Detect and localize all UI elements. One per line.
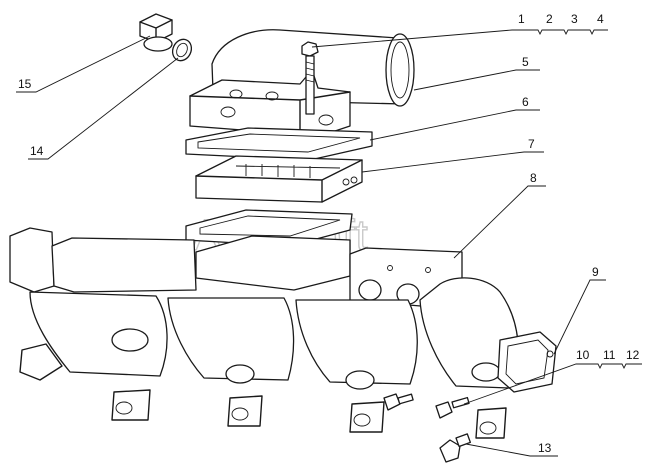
callout-8: 8 — [453, 171, 546, 259]
part-2-3-bolt-washer — [301, 41, 319, 115]
svg-text:5: 5 — [522, 55, 529, 69]
svg-text:8: 8 — [530, 171, 537, 185]
svg-text:3: 3 — [571, 12, 578, 26]
svg-text:9: 9 — [592, 265, 599, 279]
part-13-bolt — [439, 433, 472, 463]
svg-text:2: 2 — [546, 12, 553, 26]
callout-1-2-3-4: 1 2 3 4 — [311, 12, 608, 48]
callout-10-11-12: 10 11 12 — [463, 348, 642, 405]
svg-text:14: 14 — [30, 144, 44, 158]
callout-7: 7 — [361, 137, 544, 173]
svg-text:6: 6 — [522, 95, 529, 109]
svg-text:15: 15 — [18, 77, 32, 91]
svg-text:11: 11 — [603, 348, 616, 362]
part-7-heater-box — [195, 155, 363, 203]
callout-13: 13 — [465, 441, 558, 457]
part-8-intake-manifold — [9, 227, 463, 309]
callout-9: 9 — [553, 265, 606, 355]
svg-text:12: 12 — [626, 348, 640, 362]
svg-text:10: 10 — [576, 348, 590, 362]
callout-5: 5 — [413, 55, 540, 91]
callout-6: 6 — [369, 95, 540, 141]
exhaust-manifold — [19, 277, 519, 439]
part-15-plug — [139, 13, 173, 52]
callout-14: 14 — [28, 57, 179, 160]
part-10-12-bolts — [383, 393, 470, 419]
part-6-gasket — [185, 127, 373, 161]
part-9-flange-gasket — [497, 331, 557, 393]
svg-text:4: 4 — [597, 12, 604, 26]
svg-text:7: 7 — [528, 137, 535, 151]
part-14-seal-ring — [171, 38, 193, 62]
svg-text:1: 1 — [518, 12, 525, 26]
callout-15: 15 — [16, 35, 151, 93]
svg-text:13: 13 — [538, 441, 552, 455]
